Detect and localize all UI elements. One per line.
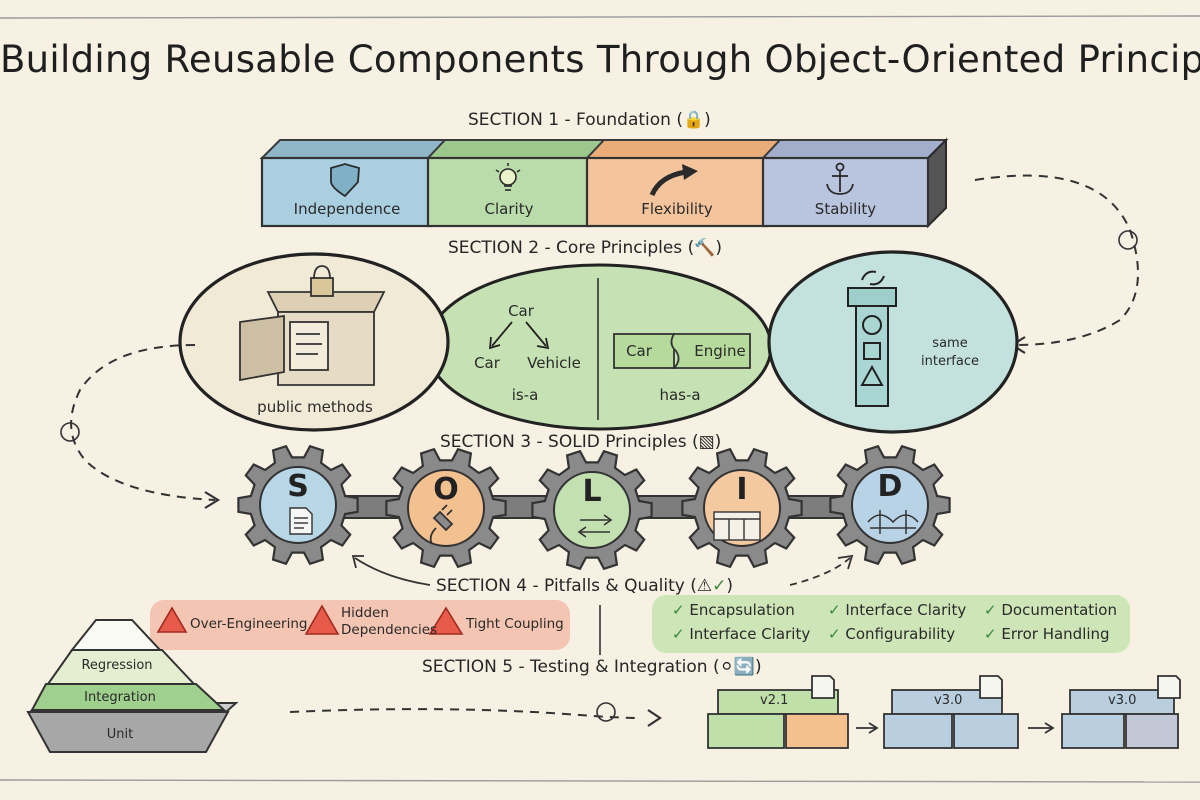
is-a-label: is-a (511, 386, 539, 404)
gear-face-s (259, 466, 337, 544)
foundation-blocks (259, 137, 949, 229)
swap-arrows-icon (577, 514, 613, 538)
section-4-title: SECTION 4 - Pitfalls & Quality (436, 576, 685, 596)
gear-face-d (851, 466, 929, 544)
quality-item: ✓ Encapsulation (672, 601, 795, 619)
window-panels-icon (713, 511, 761, 541)
inherit-top-label: Car (508, 302, 534, 320)
car-piece (613, 333, 675, 369)
solid-letter-o: O (433, 472, 459, 507)
engine-piece (670, 333, 751, 369)
inherit-left-label: Car (474, 354, 500, 372)
scroll-icon (811, 675, 835, 699)
gear-face-o (407, 469, 485, 547)
poly-label-same: same (932, 336, 968, 351)
warning-icon (156, 606, 188, 633)
locked-box-icon (239, 265, 386, 386)
section-3-title: SECTION 3 - SOLID Principles (440, 432, 687, 452)
quality-item: ✓ Error Handling (984, 625, 1110, 643)
plug-icon (429, 504, 454, 545)
pitfall-over-engineering: Over-Engineering (190, 616, 308, 632)
polymorphism-circle (767, 250, 1019, 434)
solid-letter-s: S (287, 469, 309, 504)
version-stacks (707, 675, 1181, 749)
gear-face-l (553, 471, 631, 549)
block-label-independence: Independence (293, 200, 401, 218)
tangle-warning-icon (304, 604, 340, 635)
quality-item: ✓ Documentation (984, 601, 1117, 619)
section-5-header: SECTION 5 - Testing & Integration (⚪🔄) (422, 657, 762, 677)
bottom-rule (0, 779, 1200, 783)
encapsulation-label: public methods (257, 398, 373, 416)
version-label: v3.0 (1108, 693, 1137, 708)
section-4-header: SECTION 4 - Pitfalls & Quality (⚠✓) (436, 576, 733, 596)
version-label: v3.0 (934, 693, 963, 708)
connector-foundation-to-core (974, 174, 1139, 346)
poly-label-interface: interface (921, 354, 979, 369)
bridge-icon (867, 510, 919, 534)
quality-band (652, 595, 1130, 653)
has-a-label: has-a (659, 386, 701, 404)
connector-to-versions (289, 708, 641, 719)
pitfall-hidden: Hidden (341, 605, 389, 621)
quality-item: ✓ Interface Clarity (828, 601, 967, 619)
pyramid-integration: Integration (84, 690, 156, 705)
warning-check-icon: (⚠✓) (690, 576, 734, 596)
block-label-clarity: Clarity (484, 200, 534, 218)
solid-letter-l: L (582, 474, 602, 509)
version-label: v2.1 (760, 693, 789, 708)
block-label-flexibility: Flexibility (641, 200, 713, 218)
lock-icon: (🔒) (676, 110, 711, 130)
scroll-icon (1157, 675, 1181, 699)
quality-item: ✓ Interface Clarity (672, 625, 811, 643)
pyramid-regression: Regression (81, 658, 153, 673)
section-1-title: SECTION 1 - Foundation (468, 110, 671, 130)
chain-warning-icon (428, 606, 464, 635)
pitfalls-band (150, 600, 570, 650)
top-rule (0, 15, 1200, 19)
section-1-header: SECTION 1 - Foundation (🔒) (468, 110, 711, 130)
tile-icon: (▧) (691, 432, 722, 452)
quality-item: ✓ Configurability (828, 625, 956, 643)
section-3-header: SECTION 3 - SOLID Principles (▧) (440, 432, 721, 452)
pyramid-unit: Unit (106, 727, 134, 742)
section-5-title: SECTION 5 - Testing & Integration (422, 657, 708, 677)
solid-letter-d: D (877, 469, 903, 504)
solid-letter-i: I (736, 472, 748, 507)
curved-arrow-icon (649, 164, 698, 197)
section-2-title: SECTION 2 - Core Principles (448, 238, 683, 258)
core-principles (178, 250, 1019, 434)
pitfall-tight-coupling: Tight Coupling (466, 616, 564, 632)
cycle-icon: (⚪🔄) (712, 657, 762, 677)
test-pyramid (26, 619, 239, 753)
shape-tower-icon (847, 270, 897, 407)
connector-core-to-solid (70, 344, 216, 501)
shield-icon (330, 163, 360, 198)
block-stability (761, 156, 930, 228)
document-icon (289, 507, 313, 535)
page-title: Building Reusable Components Through Obj… (0, 38, 1200, 81)
block-label-stability: Stability (814, 200, 877, 218)
lightbulb-icon (495, 163, 521, 191)
inherit-right-label: Vehicle (527, 354, 581, 372)
hammer-icon: (🔨) (687, 238, 722, 258)
section-2-header: SECTION 2 - Core Principles (🔨) (448, 238, 722, 258)
block-flexibility (585, 156, 769, 228)
comp-car-label: Car (626, 342, 652, 360)
comp-engine-label: Engine (694, 342, 746, 360)
pitfall-dependencies: Dependencies (341, 622, 438, 638)
anchor-icon (826, 162, 854, 195)
scroll-icon (979, 675, 1003, 699)
